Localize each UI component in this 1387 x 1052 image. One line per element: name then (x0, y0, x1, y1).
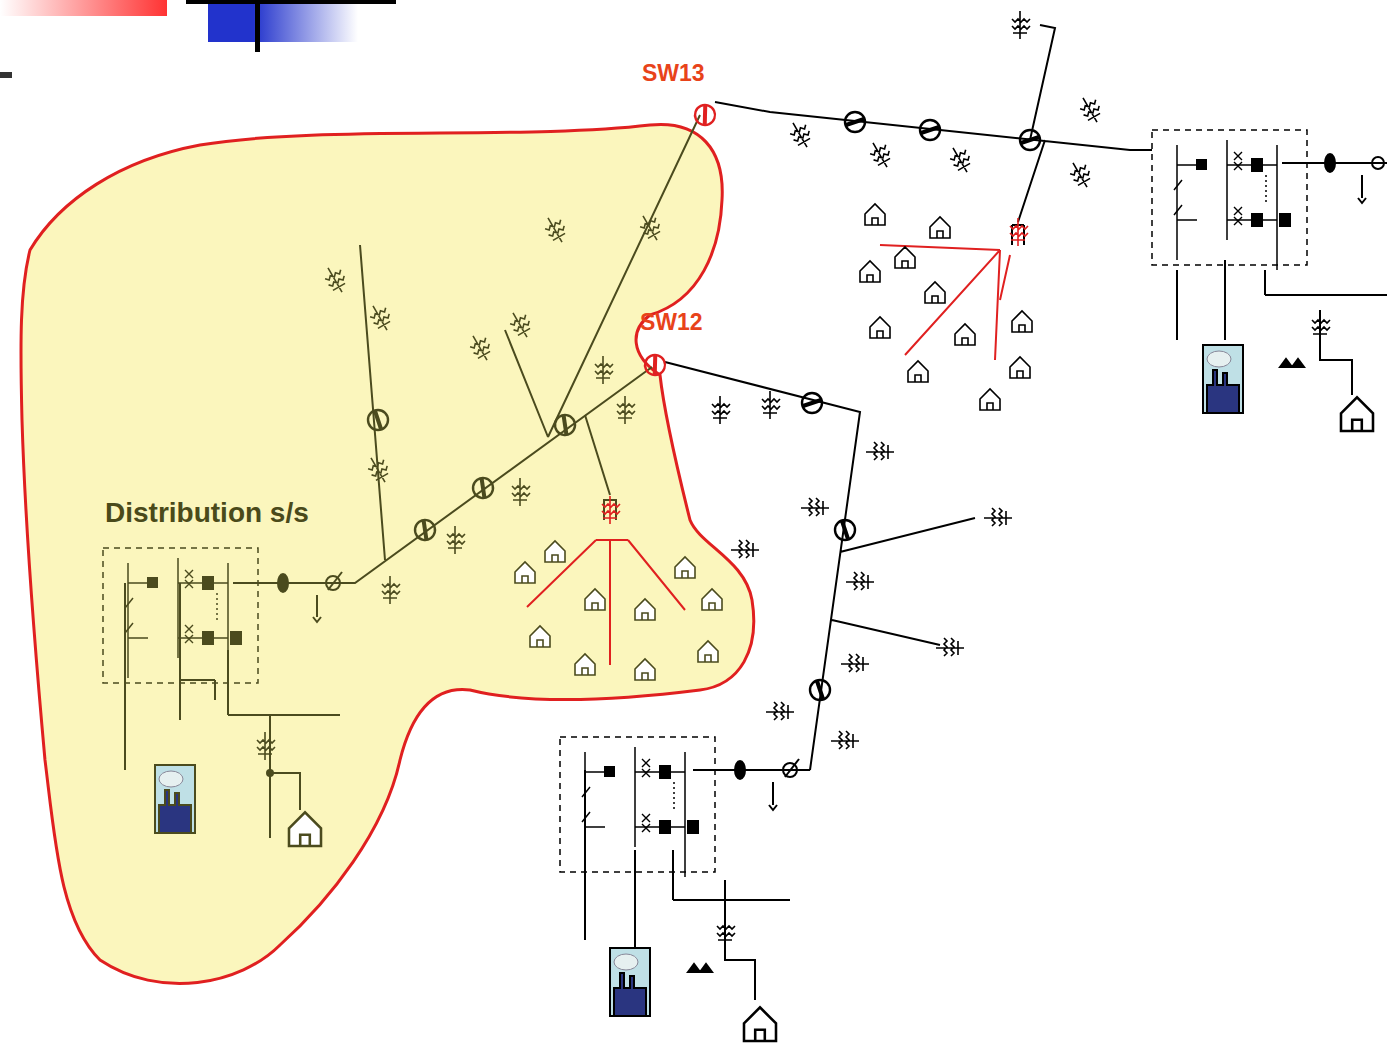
service-drop (880, 218, 1028, 360)
tie-switch (642, 352, 668, 378)
houses (515, 541, 722, 680)
substation-label: Distribution s/s (105, 497, 309, 529)
upper-feeder (715, 11, 1387, 431)
lower-feeder (560, 362, 1012, 1041)
switch-label: SW12 (640, 309, 703, 336)
tie-switch (692, 102, 718, 128)
switch-label: SW13 (642, 60, 705, 87)
service-region (21, 124, 754, 983)
left-feeder (103, 115, 700, 846)
houses (860, 204, 1032, 410)
service-drop (527, 496, 685, 665)
